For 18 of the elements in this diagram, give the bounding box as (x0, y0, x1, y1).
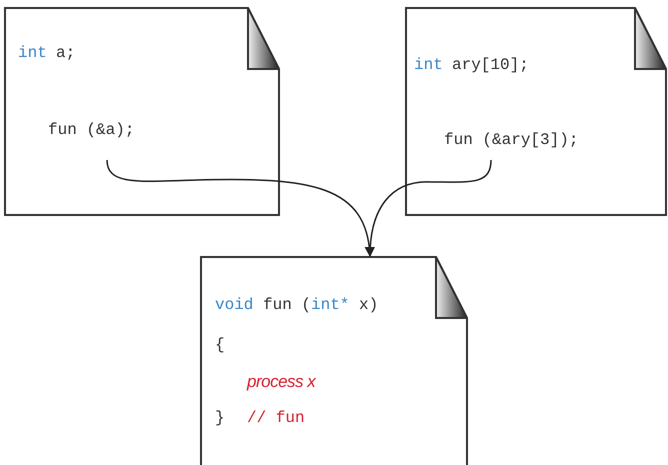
code-text: fun (&a); (48, 120, 134, 140)
pseudocode-text: process x (247, 372, 316, 392)
code-text: ary[10]; (452, 55, 529, 75)
code-text: a; (56, 43, 76, 63)
code-text: fun ( (263, 295, 312, 315)
code-text: fun (&ary[3]); (444, 130, 578, 150)
code-text: } (215, 408, 225, 428)
code-keyword: int* (311, 295, 350, 315)
code-keyword: int (18, 43, 47, 63)
code-comment: // fun (247, 408, 305, 428)
document-page (405, 7, 667, 216)
document-page (200, 256, 468, 465)
code-keyword: int (414, 55, 443, 75)
code-text: x) (359, 295, 378, 315)
code-text: { (215, 335, 225, 355)
document-page (4, 7, 280, 216)
curved-arrow (365, 160, 492, 257)
code-keyword: void (215, 295, 254, 315)
